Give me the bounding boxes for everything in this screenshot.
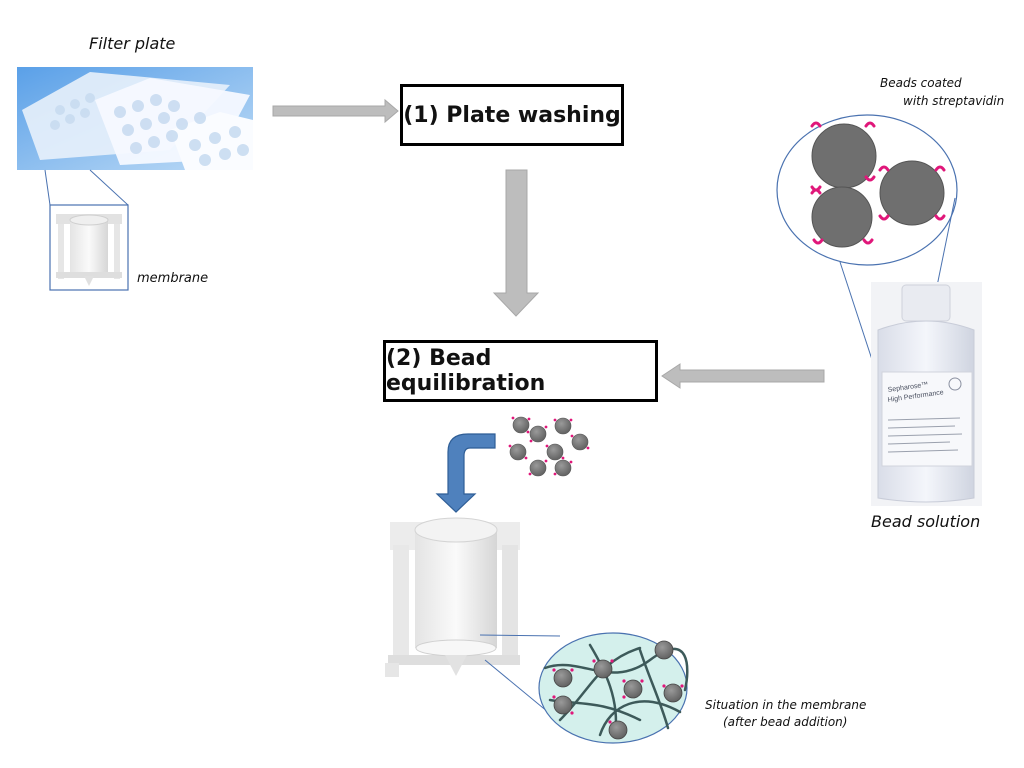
beads-zoom-circle <box>776 114 958 446</box>
zoom-line <box>484 659 549 713</box>
bead-solution-label: Bead solution <box>871 512 981 531</box>
arrow-down <box>492 169 540 317</box>
filter-plate-label: Filter plate <box>89 34 176 53</box>
bead <box>811 186 873 248</box>
step-plate-washing: (1) Plate washing <box>400 84 624 146</box>
zoom-line <box>479 634 561 637</box>
well-inset-image <box>49 204 129 291</box>
step-bead-equilibration: (2) Bead equilibration <box>383 340 658 402</box>
well-render-image <box>385 517 520 677</box>
zoom-line <box>89 169 129 206</box>
membrane-label: membrane <box>137 271 209 286</box>
bead-cluster <box>508 416 590 477</box>
zoom-line <box>44 169 51 206</box>
bead <box>879 160 945 226</box>
situation-label-line1: Situation in the membrane <box>705 698 867 712</box>
beads-coated-label-line2: with streptavidin <box>903 94 1005 108</box>
blue-curved-arrow <box>435 433 496 513</box>
beads-coated-label-line1: Beads coated <box>880 76 962 90</box>
membrane-zoom-circle <box>538 632 689 744</box>
arrow-to-washing <box>272 98 399 124</box>
arrow-from-bottle <box>661 363 825 389</box>
bead-solution-bottle-image <box>871 282 982 506</box>
filter-plate-image <box>17 67 253 170</box>
situation-label-line2: (after bead addition) <box>723 715 848 729</box>
